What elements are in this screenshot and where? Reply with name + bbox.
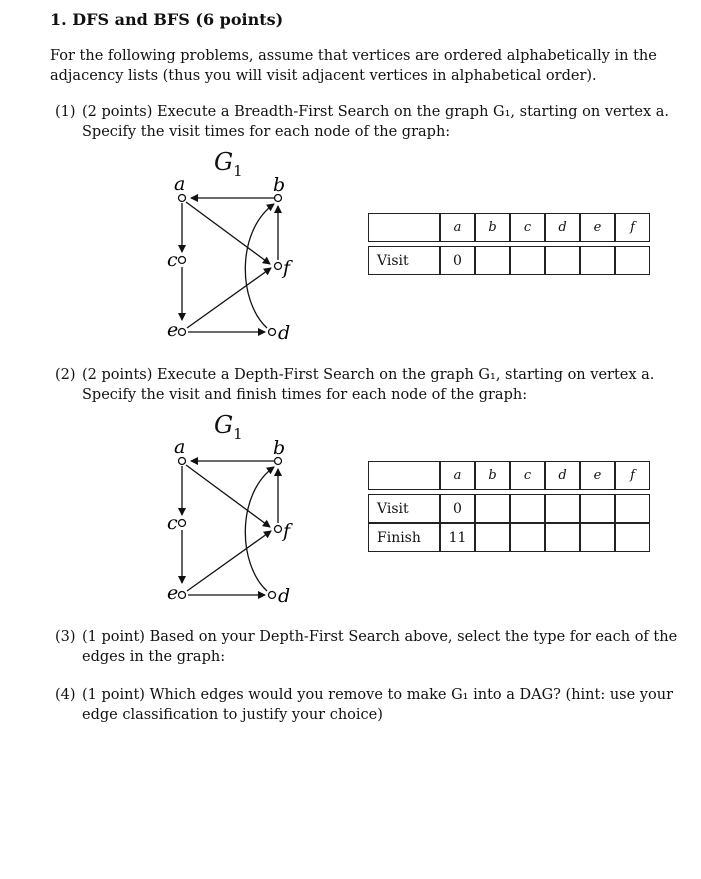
bfs-visit-a[interactable]: 0 xyxy=(440,246,475,275)
intro-paragraph: For the following problems, assume that … xyxy=(50,48,657,84)
dfs-visit-f[interactable] xyxy=(615,494,650,523)
bfs-header-row: a b c d e f xyxy=(368,213,650,242)
section-title: 1. DFS and BFS (6 points) xyxy=(50,10,284,29)
node-b xyxy=(273,193,283,203)
bfs-header-d: d xyxy=(545,213,580,242)
graph-1-title: G1 xyxy=(214,148,243,180)
edge-d-b xyxy=(244,203,275,329)
bfs-visit-c[interactable] xyxy=(510,246,545,275)
question-1-text: (2 points) Execute a Breadth-First Searc… xyxy=(82,104,670,140)
dfs-finish-e[interactable] xyxy=(580,523,615,552)
graph-2-diagram: a b c f e d xyxy=(167,436,293,607)
node-label-e: e xyxy=(167,319,178,341)
dfs-visit-e[interactable] xyxy=(580,494,615,523)
edge-d-b xyxy=(244,466,275,592)
node-d xyxy=(267,327,277,337)
node-a xyxy=(177,456,187,466)
node-label-d: d xyxy=(278,322,290,344)
edge-a-f xyxy=(185,464,271,528)
node-label-c: c xyxy=(167,512,178,534)
node-label-a: a xyxy=(174,436,185,458)
bfs-visit-d[interactable] xyxy=(545,246,580,275)
node-label-c: c xyxy=(167,249,178,271)
node-b xyxy=(273,456,283,466)
question-1: (1) (2 points) Execute a Breadth-First S… xyxy=(55,102,680,142)
bfs-visit-f[interactable] xyxy=(615,246,650,275)
graph-2-title: G1 xyxy=(214,411,243,443)
dfs-visit-label: Visit xyxy=(368,494,440,523)
node-label-d: d xyxy=(278,585,290,607)
question-1-number: (1) xyxy=(55,104,76,120)
node-label-b: b xyxy=(273,437,285,459)
bfs-header-c: c xyxy=(510,213,545,242)
bfs-header-e: e xyxy=(580,213,615,242)
dfs-visit-a[interactable]: 0 xyxy=(440,494,475,523)
node-f xyxy=(273,261,283,271)
dfs-finish-row: Finish 11 xyxy=(368,523,650,552)
dfs-header-c: c xyxy=(510,461,545,490)
bfs-header-a: a xyxy=(440,213,475,242)
dfs-finish-c[interactable] xyxy=(510,523,545,552)
edge-a-f xyxy=(185,201,271,265)
question-2-text: (2 points) Execute a Depth-First Search … xyxy=(82,367,655,403)
dfs-header-d: d xyxy=(545,461,580,490)
dfs-table: a b c d e f Visit 0 Finish 11 xyxy=(368,461,650,552)
question-2-number: (2) xyxy=(55,367,76,383)
node-label-a: a xyxy=(174,173,185,195)
dfs-finish-d[interactable] xyxy=(545,523,580,552)
dfs-visit-b[interactable] xyxy=(475,494,510,523)
dfs-visit-d[interactable] xyxy=(545,494,580,523)
question-3-text: (1 point) Based on your Depth-First Sear… xyxy=(82,629,678,665)
question-3: (3) (1 point) Based on your Depth-First … xyxy=(55,627,680,667)
bfs-header-b: b xyxy=(475,213,510,242)
node-d xyxy=(267,590,277,600)
node-label-b: b xyxy=(273,174,285,196)
bfs-table: a b c d e f Visit 0 xyxy=(368,213,650,275)
bfs-visit-row: Visit 0 xyxy=(368,246,650,275)
bfs-visit-e[interactable] xyxy=(580,246,615,275)
graph-1-diagram: a b c f e d xyxy=(167,173,293,344)
node-e xyxy=(177,327,187,337)
dfs-corner-cell xyxy=(368,461,440,490)
dfs-visit-c[interactable] xyxy=(510,494,545,523)
dfs-finish-a[interactable]: 11 xyxy=(440,523,475,552)
node-f xyxy=(273,524,283,534)
bfs-visit-b[interactable] xyxy=(475,246,510,275)
bfs-header-f: f xyxy=(615,213,650,242)
dfs-finish-b[interactable] xyxy=(475,523,510,552)
node-a xyxy=(177,193,187,203)
edge-e-f xyxy=(186,530,272,592)
question-3-number: (3) xyxy=(55,629,76,645)
node-c xyxy=(177,255,187,265)
dfs-header-a: a xyxy=(440,461,475,490)
node-label-f: f xyxy=(281,520,293,542)
node-label-e: e xyxy=(167,582,178,604)
question-4: (4) (1 point) Which edges would you remo… xyxy=(55,685,680,725)
node-e xyxy=(177,590,187,600)
dfs-header-b: b xyxy=(475,461,510,490)
node-c xyxy=(177,518,187,528)
dfs-finish-f[interactable] xyxy=(615,523,650,552)
dfs-header-f: f xyxy=(615,461,650,490)
dfs-visit-row: Visit 0 xyxy=(368,494,650,523)
node-label-f: f xyxy=(281,257,293,279)
edge-e-f xyxy=(186,267,272,329)
dfs-header-e: e xyxy=(580,461,615,490)
dfs-finish-label: Finish xyxy=(368,523,440,552)
question-4-number: (4) xyxy=(55,687,76,703)
bfs-row-label: Visit xyxy=(368,246,440,275)
bfs-corner-cell xyxy=(368,213,440,242)
dfs-header-row: a b c d e f xyxy=(368,461,650,490)
question-4-text: (1 point) Which edges would you remove t… xyxy=(82,687,674,723)
question-2: (2) (2 points) Execute a Depth-First Sea… xyxy=(55,365,680,405)
